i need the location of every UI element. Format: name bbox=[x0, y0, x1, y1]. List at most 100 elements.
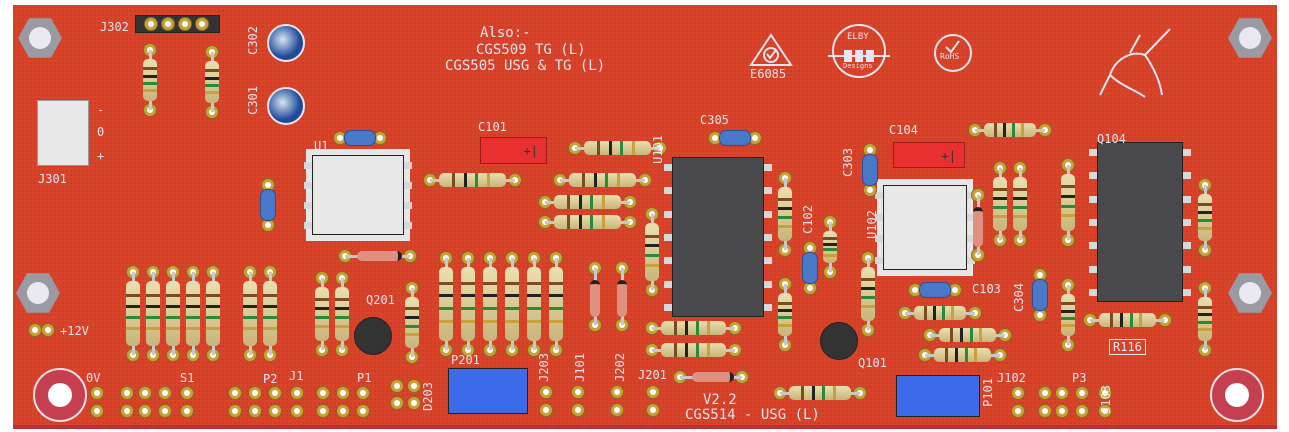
color-band bbox=[263, 327, 277, 331]
resistor bbox=[461, 267, 475, 341]
label-j201: J201 bbox=[638, 368, 667, 382]
color-band bbox=[1198, 328, 1212, 332]
color-band bbox=[166, 294, 180, 297]
label-q101: Q101 bbox=[858, 356, 887, 370]
ic-pin bbox=[1089, 219, 1097, 226]
color-band bbox=[582, 173, 586, 187]
color-band bbox=[505, 306, 519, 310]
diode bbox=[973, 207, 983, 247]
capacitor-polarity-mark: +| bbox=[523, 144, 538, 158]
ic-pin bbox=[1183, 149, 1191, 156]
color-band bbox=[126, 294, 140, 297]
color-band bbox=[143, 88, 157, 92]
color-band bbox=[685, 343, 689, 357]
solder-pad bbox=[180, 404, 194, 418]
solder-pad bbox=[178, 17, 192, 31]
color-band bbox=[605, 173, 609, 187]
ic-pin bbox=[764, 210, 772, 218]
color-band bbox=[263, 305, 277, 309]
color-band bbox=[206, 327, 220, 331]
resistor bbox=[1061, 294, 1075, 336]
color-band bbox=[243, 294, 257, 297]
label-u1: U1 bbox=[314, 139, 329, 153]
solder-pad bbox=[390, 396, 404, 410]
color-band bbox=[126, 327, 140, 331]
solder-pad bbox=[1061, 338, 1075, 352]
color-band bbox=[674, 343, 677, 357]
color-band bbox=[505, 281, 519, 285]
solder-pad bbox=[505, 343, 519, 357]
trimmer-p201 bbox=[448, 368, 528, 414]
color-band bbox=[823, 237, 837, 241]
ic-pin bbox=[1183, 242, 1191, 250]
color-band bbox=[1110, 313, 1114, 327]
label-j102: J102 bbox=[997, 371, 1026, 385]
color-band bbox=[439, 319, 453, 323]
color-band bbox=[1013, 196, 1027, 200]
color-band bbox=[778, 197, 792, 201]
label-j302: J302 bbox=[100, 20, 129, 34]
color-band bbox=[590, 195, 594, 209]
color-band bbox=[527, 281, 541, 285]
color-band bbox=[549, 281, 563, 285]
solder-pad bbox=[1038, 123, 1052, 137]
color-band bbox=[405, 307, 419, 311]
color-band bbox=[601, 215, 605, 229]
elby-designs-text: Designs bbox=[843, 62, 873, 70]
ic-pin bbox=[875, 192, 883, 199]
ceramic-capacitor bbox=[919, 282, 951, 298]
color-band bbox=[811, 386, 815, 400]
color-band bbox=[1061, 309, 1075, 313]
ic-pin bbox=[664, 187, 672, 195]
color-band bbox=[483, 319, 497, 323]
ceramic-capacitor bbox=[802, 252, 818, 284]
resistor bbox=[984, 123, 1036, 137]
color-band bbox=[126, 305, 140, 309]
resistor bbox=[939, 328, 996, 342]
color-band bbox=[206, 294, 220, 297]
ic-pin bbox=[1183, 195, 1191, 203]
j301-pin-minus: - bbox=[97, 103, 105, 117]
color-band bbox=[1198, 211, 1212, 215]
solder-pad bbox=[1038, 386, 1052, 400]
color-band bbox=[143, 81, 157, 85]
color-band bbox=[205, 76, 219, 80]
ic-pin bbox=[664, 280, 672, 288]
solder-pad bbox=[290, 386, 304, 400]
ceramic-capacitor bbox=[260, 189, 276, 221]
rcm-logo bbox=[748, 32, 794, 78]
resistor bbox=[146, 281, 160, 346]
solder-pad bbox=[195, 17, 209, 31]
color-band bbox=[778, 308, 792, 312]
color-band bbox=[645, 254, 659, 258]
resistor bbox=[823, 231, 837, 263]
j301-pin-plus: + bbox=[97, 149, 105, 163]
color-band bbox=[461, 319, 475, 323]
solder-pad bbox=[180, 386, 194, 400]
color-band bbox=[315, 297, 329, 301]
solder-pad bbox=[646, 403, 660, 417]
hex-standoff bbox=[1228, 18, 1272, 58]
label-j103: J103 bbox=[1099, 385, 1113, 414]
color-band bbox=[778, 206, 792, 210]
color-band bbox=[205, 83, 219, 87]
ic-pin bbox=[1183, 219, 1191, 226]
color-band bbox=[861, 277, 875, 281]
color-band bbox=[315, 316, 329, 320]
also-heading: Also:- bbox=[480, 25, 531, 41]
color-band bbox=[707, 343, 711, 357]
color-band bbox=[994, 123, 998, 137]
capacitor-polarity-mark: +| bbox=[941, 149, 956, 163]
ic-pin bbox=[664, 210, 672, 218]
ic-pin bbox=[764, 257, 772, 265]
ic-pin bbox=[304, 182, 312, 189]
solder-pad bbox=[638, 173, 652, 187]
color-band bbox=[597, 141, 601, 155]
solder-pad bbox=[158, 404, 172, 418]
ic-pin bbox=[304, 202, 312, 209]
color-band bbox=[146, 327, 160, 331]
resistor bbox=[554, 195, 621, 209]
color-band bbox=[707, 321, 711, 335]
solder-pad bbox=[161, 17, 175, 31]
ic-pin bbox=[875, 235, 883, 243]
